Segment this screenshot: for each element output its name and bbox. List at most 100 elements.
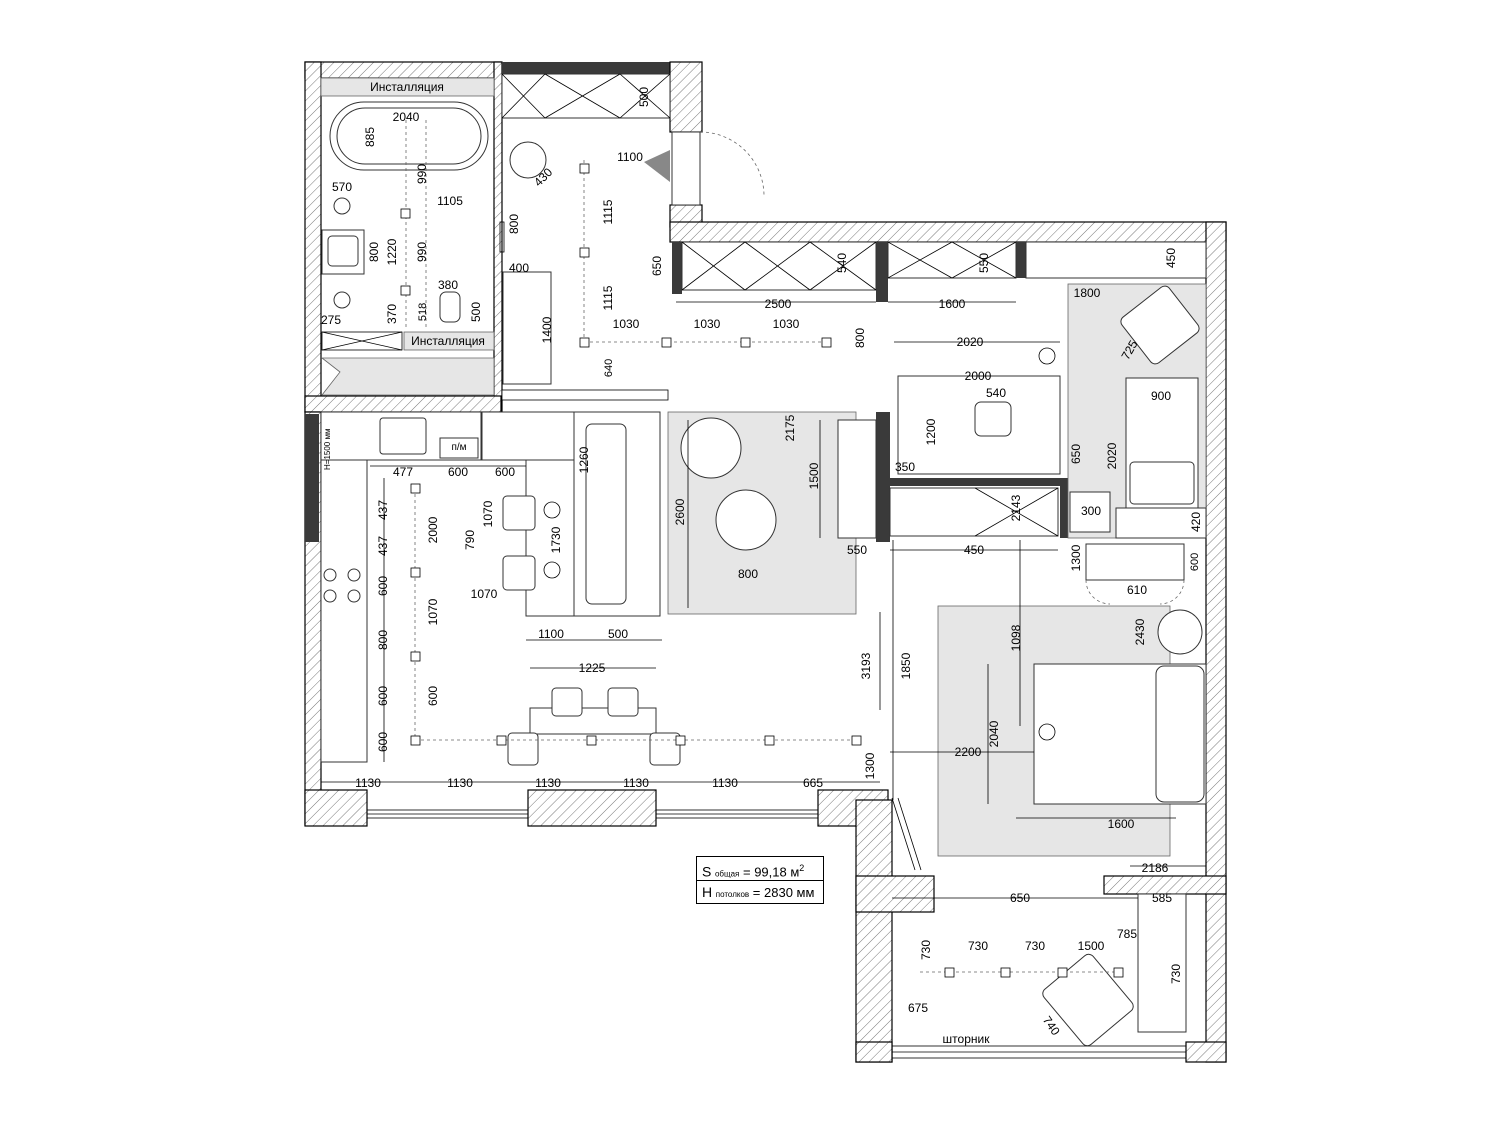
dim-label: 1098: [1009, 624, 1023, 651]
dim-label: 2500: [765, 297, 792, 311]
ceiling-height-row: Н потолков = 2830 мм: [697, 880, 823, 904]
dim-label: 1100: [538, 627, 564, 641]
dim-label: 600: [426, 686, 440, 706]
dim-label: 1115: [601, 199, 615, 224]
dim-label: 550: [977, 253, 991, 273]
dim-label: 370: [385, 304, 399, 324]
dim-label: 2040: [987, 720, 1001, 747]
walls: [304, 61, 1227, 1063]
dim-label: 1130: [535, 776, 561, 790]
dim-label: 790: [463, 530, 477, 550]
dim-label: 1730: [549, 526, 563, 553]
dim-label: 1800: [1074, 286, 1101, 300]
dim-label: 500: [608, 627, 628, 641]
dim-label: 540: [835, 253, 849, 273]
area-value: = 99,18 м: [743, 864, 800, 880]
area-subscript: общая: [714, 869, 740, 879]
height-value: = 2830 мм: [752, 885, 815, 900]
dimension-labels: 2040 885 990 1105 570 800 1220 990 380 5…: [321, 87, 1203, 1039]
dim-label: 1200: [924, 418, 938, 445]
dim-label: 450: [1164, 248, 1178, 268]
windows: [366, 797, 1187, 1059]
dim-label: 600: [376, 732, 390, 752]
study: [897, 283, 1207, 605]
dim-label: 730: [1169, 964, 1183, 984]
dim-label: 1260: [577, 446, 591, 473]
dim-label: 600: [495, 465, 515, 479]
dim-label: 1070: [426, 598, 440, 625]
dim-label: 477: [393, 465, 413, 479]
light-grid: [410, 160, 1124, 978]
dim-label: 540: [986, 386, 1006, 400]
dim-label: 990: [415, 164, 429, 184]
total-area-row: S общая = 99,18 м2: [697, 857, 823, 880]
dim-label: 380: [438, 278, 458, 292]
dim-label: 2175: [783, 414, 797, 441]
dim-label: 2000: [426, 516, 440, 543]
dim-label: 1300: [863, 752, 877, 779]
dim-label: 3193: [859, 652, 873, 679]
dim-label: 650: [1069, 444, 1083, 464]
dim-label: 1105: [437, 194, 463, 208]
height-letter: Н: [702, 884, 713, 900]
dim-label: 500: [637, 87, 651, 107]
dim-label: 675: [908, 1001, 928, 1015]
dimension-lines: [321, 301, 1206, 899]
dim-label: 1600: [939, 297, 966, 311]
dim-label: 300: [1081, 504, 1101, 518]
dim-label: 730: [1025, 939, 1045, 953]
dim-label: 740: [1040, 1013, 1063, 1038]
dim-label: 1130: [447, 776, 473, 790]
dim-label: 550: [847, 543, 867, 557]
dim-label: 730: [968, 939, 988, 953]
dim-label: 2200: [955, 745, 982, 759]
dim-label: 1400: [540, 316, 554, 343]
dim-label: 570: [332, 180, 352, 194]
dim-label: 275: [321, 313, 341, 327]
dim-label: 650: [650, 256, 664, 276]
dim-label: 800: [367, 242, 381, 262]
dim-label: 2000: [965, 369, 992, 383]
area-unit-exponent: 2: [799, 863, 805, 873]
dim-label: 1130: [355, 776, 381, 790]
dim-label: 600: [376, 686, 390, 706]
room-labels: Инсталляция Инсталляция п/м Н=1500 мм шт…: [323, 80, 990, 1046]
dim-label: 518: [417, 303, 429, 321]
area-letter: S: [702, 863, 712, 880]
pm-label: п/м: [451, 442, 466, 453]
curtain-label: шторник: [943, 1032, 991, 1046]
dim-label: 800: [376, 630, 390, 650]
installation-top-label: Инсталляция: [370, 80, 444, 94]
dim-label: 785: [1117, 927, 1137, 941]
dim-label: 1600: [1108, 817, 1135, 831]
dim-label: 420: [1189, 512, 1203, 532]
dim-label: 1300: [1069, 544, 1083, 571]
dim-label: 800: [738, 567, 758, 581]
dim-label: 990: [415, 242, 429, 262]
dim-label: 2600: [673, 498, 687, 525]
dim-label: 665: [803, 776, 823, 790]
dim-label: 1500: [1078, 939, 1105, 953]
dim-label: 1070: [471, 587, 498, 601]
wardrobes: [681, 241, 1207, 537]
bathroom: [320, 77, 495, 396]
dim-label: 1070: [481, 500, 495, 527]
dim-label: 1500: [807, 462, 821, 489]
dim-label: 1225: [579, 661, 606, 675]
dim-label: 437: [376, 500, 390, 520]
height-note-label: Н=1500 мм: [323, 429, 332, 470]
dim-label: 640: [603, 359, 615, 377]
height-subscript: потолков: [715, 890, 750, 899]
dim-label: 800: [853, 328, 867, 348]
dim-label: 650: [1010, 891, 1030, 905]
dim-label: 1030: [773, 317, 800, 331]
dim-label: 2430: [1133, 618, 1147, 645]
dim-label: 400: [509, 261, 529, 275]
main-bedroom: [937, 605, 1207, 857]
dim-label: 1115: [601, 285, 615, 310]
dim-label: 900: [1151, 389, 1171, 403]
dim-label: 2143: [1009, 494, 1023, 521]
dim-label: 1220: [385, 238, 399, 265]
dim-label: 1030: [613, 317, 640, 331]
dim-label: 585: [1152, 891, 1172, 905]
